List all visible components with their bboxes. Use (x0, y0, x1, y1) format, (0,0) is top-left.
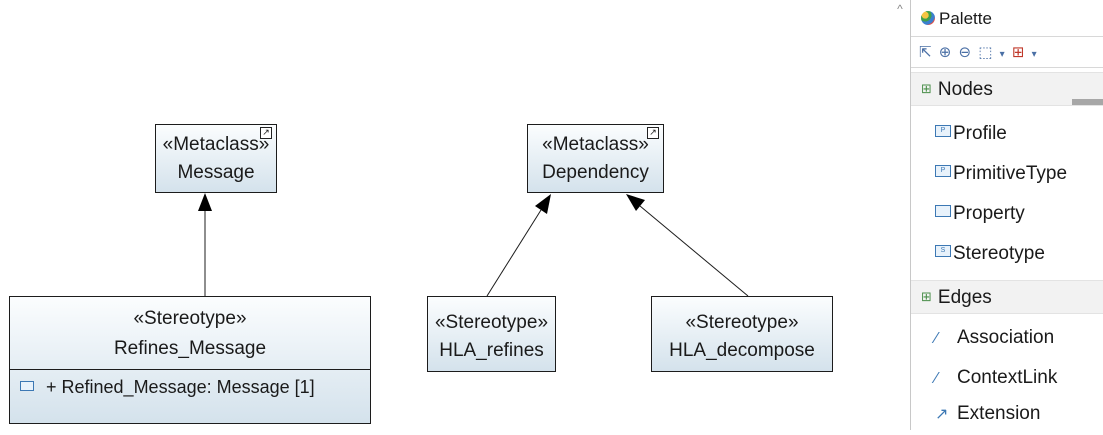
node-stereotype: «Metaclass» (162, 134, 270, 155)
scroll-up-icon[interactable]: ^ (897, 2, 903, 16)
node-name: Dependency (542, 162, 649, 183)
drawer-nodes[interactable]: ⊞ Nodes (911, 72, 1103, 106)
palette-title: Palette (939, 9, 992, 28)
attribute-row[interactable]: + Refined_Message: Message [1] (46, 377, 315, 397)
palette-item-label: Association (957, 327, 1055, 348)
palette-icon (921, 10, 935, 25)
stereotype-hla-decompose-node[interactable]: «Stereotype» HLA_decompose (651, 296, 833, 372)
profile-icon: P (935, 125, 951, 137)
dropdown-icon[interactable]: ▾ (999, 49, 1005, 60)
palette-item-label: Property (953, 203, 1025, 224)
arrowhead (535, 194, 551, 214)
stereotype-icon: S (935, 245, 951, 257)
node-name: HLA_decompose (669, 340, 815, 361)
context-link-icon: ⁄ (935, 370, 938, 387)
node-stereotype: «Stereotype» (434, 312, 549, 333)
palette-item-extension[interactable]: ↗ Extension (911, 394, 1103, 434)
palette-item-label: Profile (953, 123, 1007, 144)
metaclass-message-node[interactable]: «Metaclass» Message ↗ (155, 124, 277, 193)
drawer-edges[interactable]: ⊞ Edges (911, 280, 1103, 314)
association-icon: ⁄ (935, 330, 938, 347)
node-name: HLA_refines (439, 340, 544, 361)
zoom-in-icon[interactable]: ⊕ (938, 44, 952, 61)
palette-item-property[interactable]: Property (911, 194, 1103, 234)
stereotype-hla-refines-node[interactable]: «Stereotype» HLA_refines (427, 296, 556, 372)
property-icon (935, 205, 951, 217)
palette-item-context-link[interactable]: ⁄ ContextLink (911, 358, 1103, 398)
node-stereotype: «Stereotype» (133, 308, 247, 329)
palette-item-label: PrimitiveType (953, 163, 1068, 184)
diagram-edges (198, 193, 749, 297)
drawer-label: Edges (937, 287, 992, 308)
marquee-icon[interactable]: ⬚ (978, 44, 993, 61)
drawer-icon: ⊞ (921, 289, 932, 304)
palette-item-label: Extension (957, 403, 1041, 424)
drawer-label: Nodes (937, 79, 993, 100)
pin-icon[interactable]: ⊞ (1011, 44, 1025, 61)
stereotype-refines-message-node[interactable]: «Stereotype» Refines_Message + Refined_M… (9, 296, 371, 424)
arrowhead (198, 193, 212, 211)
zoom-out-icon[interactable]: ⊖ (958, 44, 972, 61)
dropdown-icon[interactable]: ▾ (1031, 49, 1037, 60)
metaclass-dependency-node[interactable]: «Metaclass» Dependency ↗ (527, 124, 664, 193)
extension-edge-hla-decompose[interactable] (639, 205, 749, 297)
scroll-thumb[interactable] (1072, 99, 1103, 105)
palette-header[interactable]: Palette (911, 0, 1103, 37)
primitive-type-icon: P (935, 165, 951, 177)
palette-item-label: ContextLink (957, 367, 1058, 388)
diagram-canvas[interactable]: «Metaclass» Message ↗ «Metaclass» Depend… (0, 0, 890, 430)
palette-item-association[interactable]: ⁄ Association (911, 318, 1103, 358)
node-stereotype: «Metaclass» (542, 134, 649, 155)
node-name: Refines_Message (113, 338, 267, 359)
extension-icon: ↗ (935, 406, 949, 423)
palette-item-label: Stereotype (953, 243, 1045, 264)
palette-toolbar: ⇱ ⊕ ⊖ ⬚ ▾ ⊞ ▾ (911, 38, 1103, 68)
node-stereotype: «Stereotype» (685, 312, 799, 333)
shortcut-icon: ↗ (260, 127, 272, 139)
shortcut-icon: ↗ (647, 127, 659, 139)
attribute-compartment: + Refined_Message: Message [1] (10, 369, 370, 407)
drawer-icon: ⊞ (921, 81, 932, 96)
select-icon[interactable]: ⇱ (919, 44, 932, 61)
node-name: Message (177, 162, 255, 183)
arrowhead (626, 194, 645, 211)
property-icon (20, 381, 34, 392)
extension-edge-hla-refines[interactable] (486, 209, 542, 297)
